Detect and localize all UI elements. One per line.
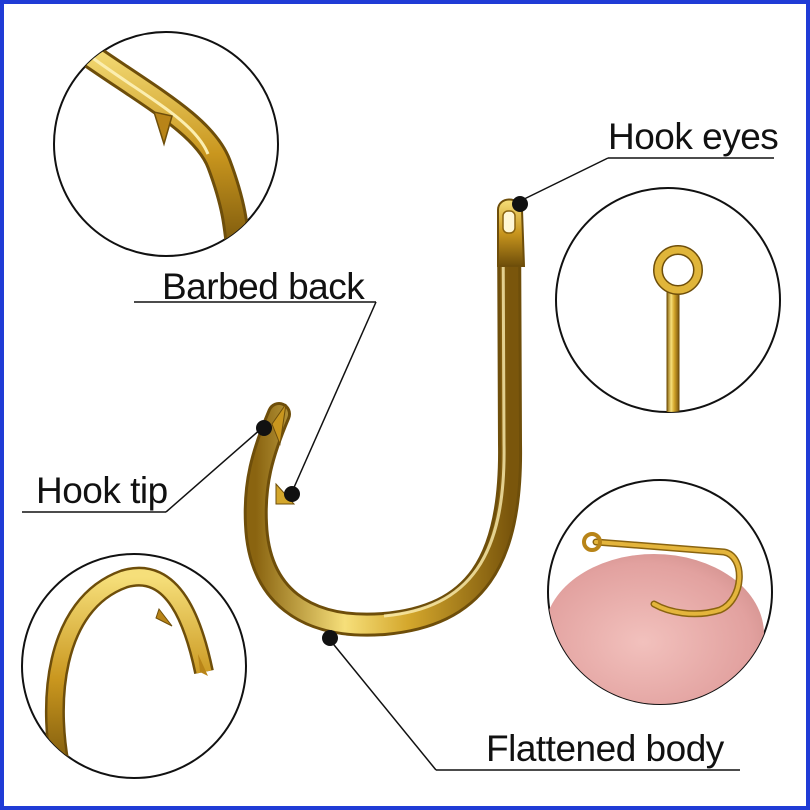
label-hook-eyes: Hook eyes	[608, 118, 778, 155]
main-hook-image	[256, 200, 524, 625]
callout-dot-barb	[284, 486, 300, 502]
callout-dot-tip	[256, 420, 272, 436]
finger-closeup-circle	[544, 480, 772, 714]
label-hook-tip: Hook tip	[36, 472, 168, 509]
eye-closeup-circle	[556, 188, 780, 419]
callout-dot-body	[322, 630, 338, 646]
barb-closeup-circle	[54, 32, 278, 264]
label-flattened-body: Flattened body	[486, 730, 724, 767]
callout-dot-eyes	[512, 196, 528, 212]
label-barbed-back: Barbed back	[162, 268, 364, 305]
tip-closeup-circle	[22, 554, 246, 784]
